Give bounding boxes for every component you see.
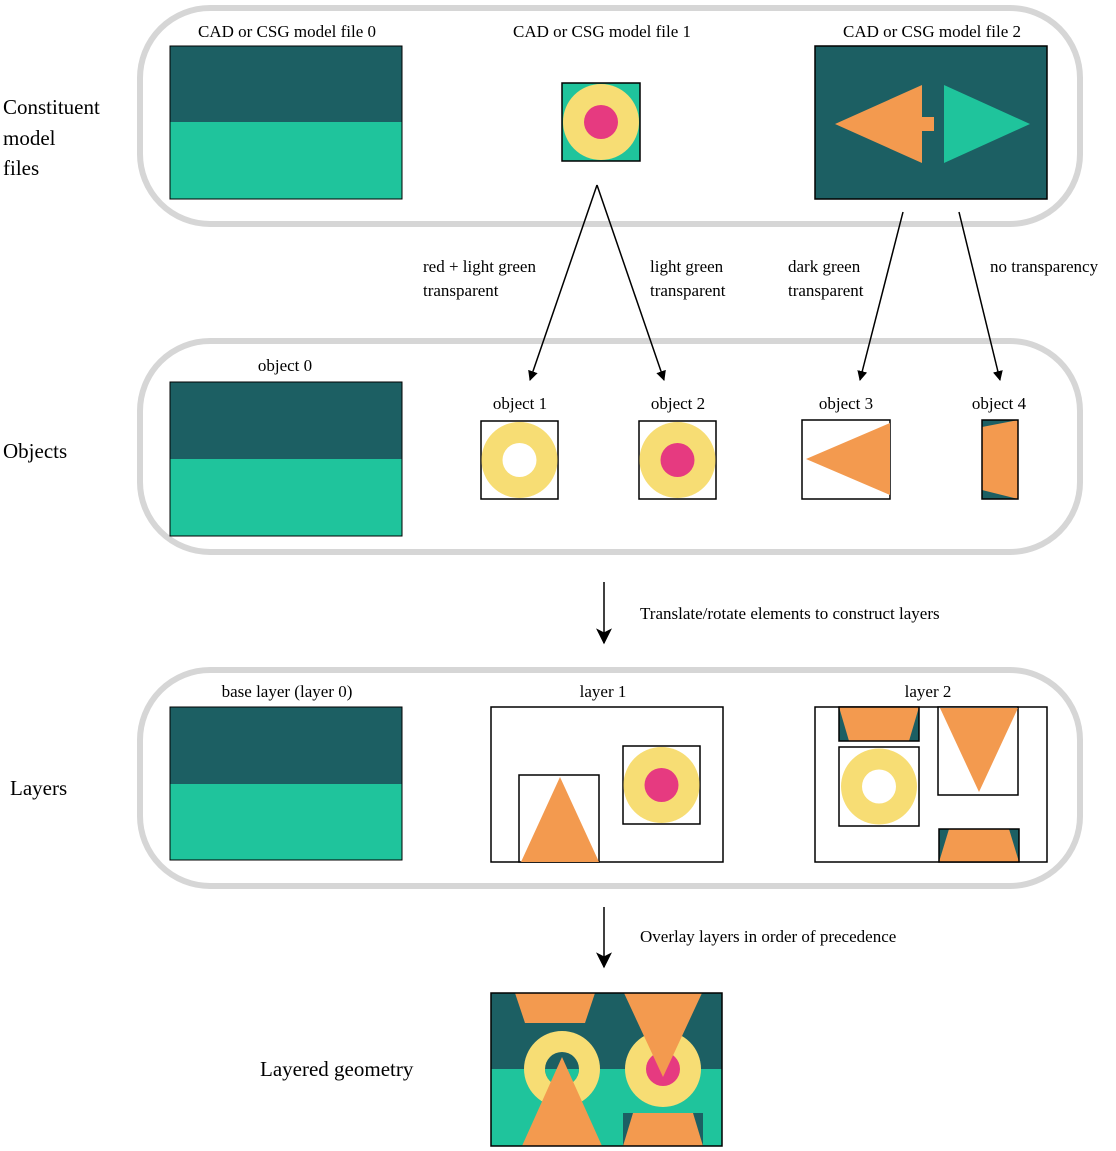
object1-label: object 1 (493, 394, 547, 413)
base-layer-label: base layer (layer 0) (222, 682, 353, 701)
arrow1-label-line2: transparent (423, 281, 499, 300)
layer1-graphic (490, 706, 724, 863)
arrow3-label-line2: transparent (788, 281, 864, 300)
layered-geometry-graphic (490, 992, 723, 1147)
arrow2-label-line2: transparent (650, 281, 726, 300)
row-label-objects: Objects (3, 439, 67, 463)
object3-label: object 3 (819, 394, 873, 413)
row-label-constituent-2: model (3, 126, 56, 150)
arrow-file1-to-object1 (528, 184, 598, 381)
row-label-layered-geometry: Layered geometry (260, 1057, 414, 1081)
file1-graphic (561, 82, 641, 162)
row-label-constituent-3: files (3, 156, 39, 180)
panel-objects (137, 338, 1083, 555)
file2-label: CAD or CSG model file 2 (843, 22, 1021, 41)
file1-label: CAD or CSG model file 1 (513, 22, 691, 41)
arrow-file2-to-object4 (958, 211, 1003, 381)
object3-graphic (801, 419, 891, 500)
object1-graphic (480, 420, 559, 500)
arrow-file1-to-object2 (596, 184, 666, 381)
arrow1-label-line1: red + light green (423, 257, 536, 276)
row-label-layers: Layers (10, 776, 67, 800)
arrow4-label: no transparency (990, 257, 1099, 276)
file0-graphic (169, 45, 403, 200)
object2-label: object 2 (651, 394, 705, 413)
file0-label: CAD or CSG model file 0 (198, 22, 376, 41)
step-overlay-label: Overlay layers in order of precedence (640, 927, 896, 946)
object0-graphic (169, 381, 403, 537)
panel-layers (137, 667, 1083, 889)
arrow-file2-to-object3 (857, 211, 904, 381)
object2-graphic (638, 420, 717, 500)
layer2-label: layer 2 (905, 682, 952, 701)
step-translate-label: Translate/rotate elements to construct l… (640, 604, 940, 623)
row-label-constituent-1: Constituent (3, 95, 100, 119)
arrow3-label-line1: dark green (788, 257, 861, 276)
object0-label: object 0 (258, 356, 312, 375)
file2-graphic (814, 45, 1048, 200)
object4-label: object 4 (972, 394, 1027, 413)
arrow2-label-line1: light green (650, 257, 724, 276)
base-layer-graphic (169, 706, 403, 861)
layer2-graphic (814, 706, 1048, 863)
layer1-label: layer 1 (580, 682, 627, 701)
object4-graphic (981, 419, 1019, 500)
